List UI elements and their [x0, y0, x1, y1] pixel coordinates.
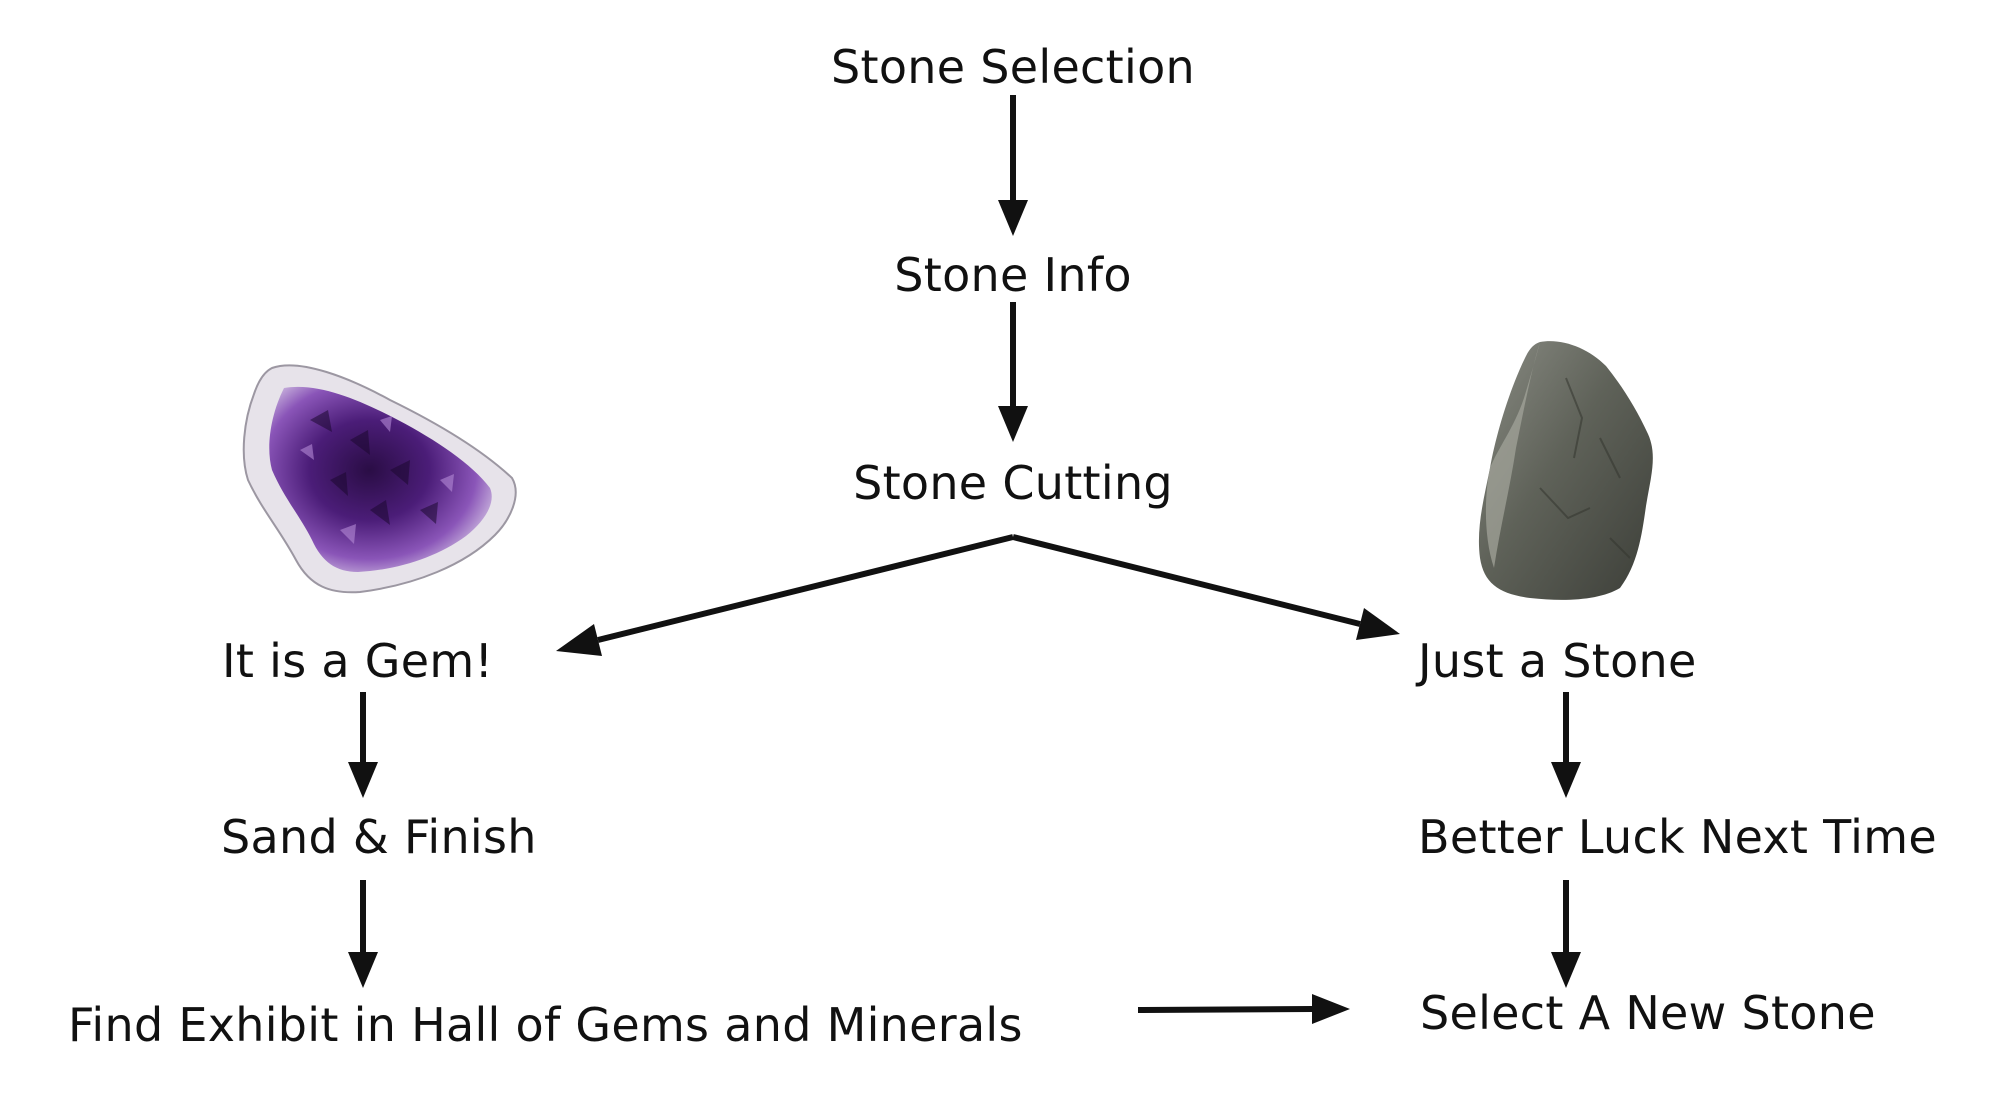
- arrowhead-stone: [1356, 608, 1400, 640]
- arrowhead-cutting: [998, 406, 1028, 442]
- arrowhead-info: [998, 200, 1028, 236]
- node-stone-selection: Stone Selection: [831, 40, 1195, 94]
- arrow-exhibit-to-select: [1137, 1006, 1313, 1013]
- node-stone-info: Stone Info: [894, 248, 1132, 302]
- amethyst-geode-image: [242, 364, 517, 594]
- arrow-cutting-to-gem: [597, 534, 1014, 643]
- node-gem: It is a Gem!: [222, 634, 494, 688]
- node-stone-cutting: Stone Cutting: [853, 456, 1173, 510]
- node-better-luck: Better Luck Next Time: [1418, 810, 1937, 864]
- arrowhead-exhibit: [348, 952, 378, 988]
- node-just-stone: Just a Stone: [1418, 634, 1697, 688]
- node-select-new-stone: Select A New Stone: [1420, 986, 1876, 1040]
- arrowhead-select-horizontal: [1312, 994, 1350, 1024]
- node-sand-finish: Sand & Finish: [221, 810, 537, 864]
- arrowhead-gem: [556, 624, 602, 656]
- node-find-exhibit: Find Exhibit in Hall of Gems and Mineral…: [68, 998, 1023, 1052]
- arrow-cutting-to-stone: [1012, 534, 1361, 627]
- gray-rock-image: [1478, 341, 1653, 600]
- arrowhead-select: [1551, 952, 1581, 988]
- arrowhead-betterluck: [1551, 762, 1581, 798]
- arrowhead-sand: [348, 762, 378, 798]
